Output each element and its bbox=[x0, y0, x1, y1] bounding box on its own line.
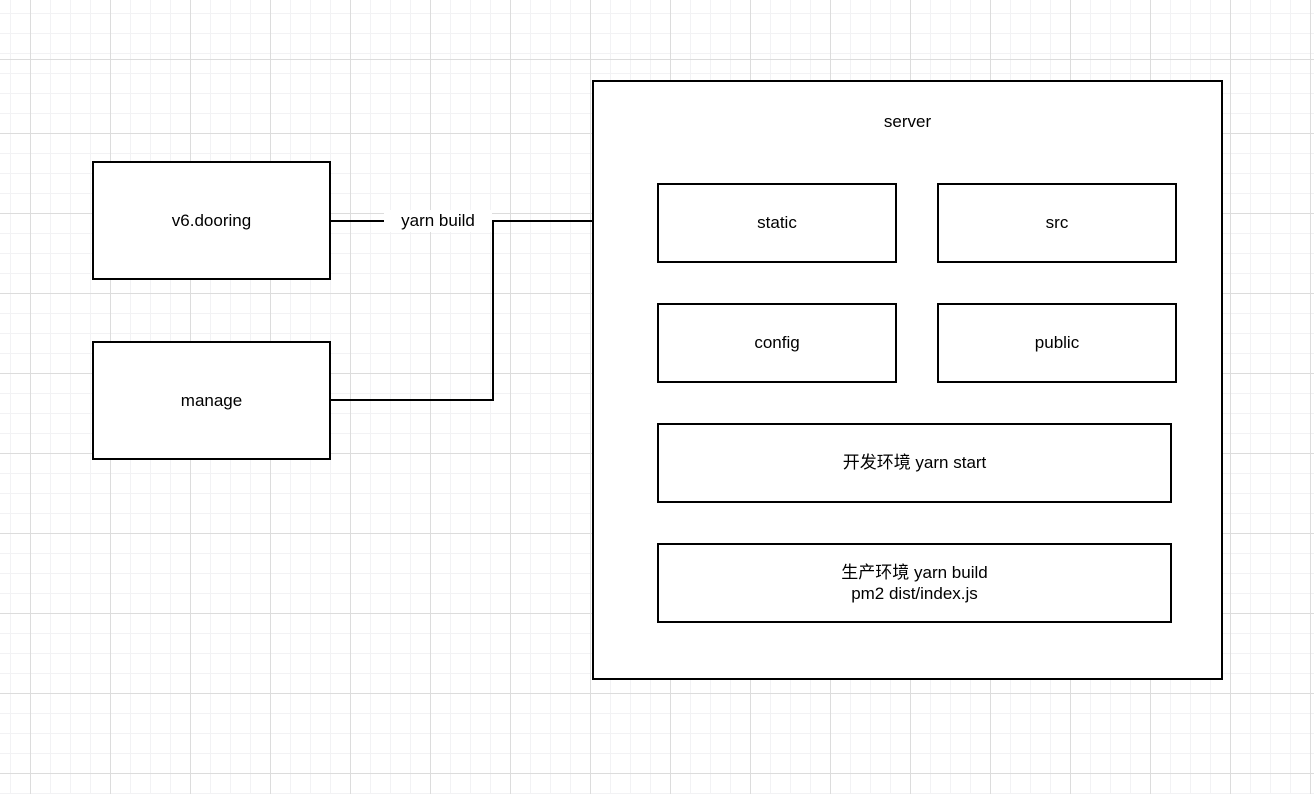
node-prod-env-label-line1: 生产环境 yarn build bbox=[841, 562, 988, 582]
node-dev-env[interactable]: 开发环境 yarn start bbox=[657, 423, 1172, 503]
node-config[interactable]: config bbox=[657, 303, 897, 383]
node-public-label: public bbox=[1034, 333, 1080, 353]
edge-manage-to-arrow[interactable] bbox=[331, 221, 494, 401]
edge-label-yarn-build[interactable]: yarn build bbox=[384, 210, 492, 232]
server-container-title: server bbox=[883, 112, 932, 131]
node-static-label: static bbox=[757, 213, 797, 233]
node-static[interactable]: static bbox=[657, 183, 897, 263]
node-manage[interactable]: manage bbox=[92, 341, 331, 460]
node-dev-env-label: 开发环境 yarn start bbox=[842, 453, 987, 473]
node-v6-dooring-label: v6.dooring bbox=[171, 210, 252, 230]
node-src-label: src bbox=[1045, 213, 1069, 233]
node-server-container[interactable]: server static src config public 开发环境 yar… bbox=[592, 80, 1223, 680]
node-manage-label: manage bbox=[180, 390, 243, 410]
node-config-label: config bbox=[754, 333, 800, 353]
node-public[interactable]: public bbox=[937, 303, 1177, 383]
node-src[interactable]: src bbox=[937, 183, 1177, 263]
node-prod-env-label-line2: pm2 dist/index.js bbox=[851, 584, 978, 603]
node-v6-dooring[interactable]: v6.dooring bbox=[92, 161, 331, 280]
node-prod-env[interactable]: 生产环境 yarn build pm2 dist/index.js bbox=[657, 543, 1172, 623]
